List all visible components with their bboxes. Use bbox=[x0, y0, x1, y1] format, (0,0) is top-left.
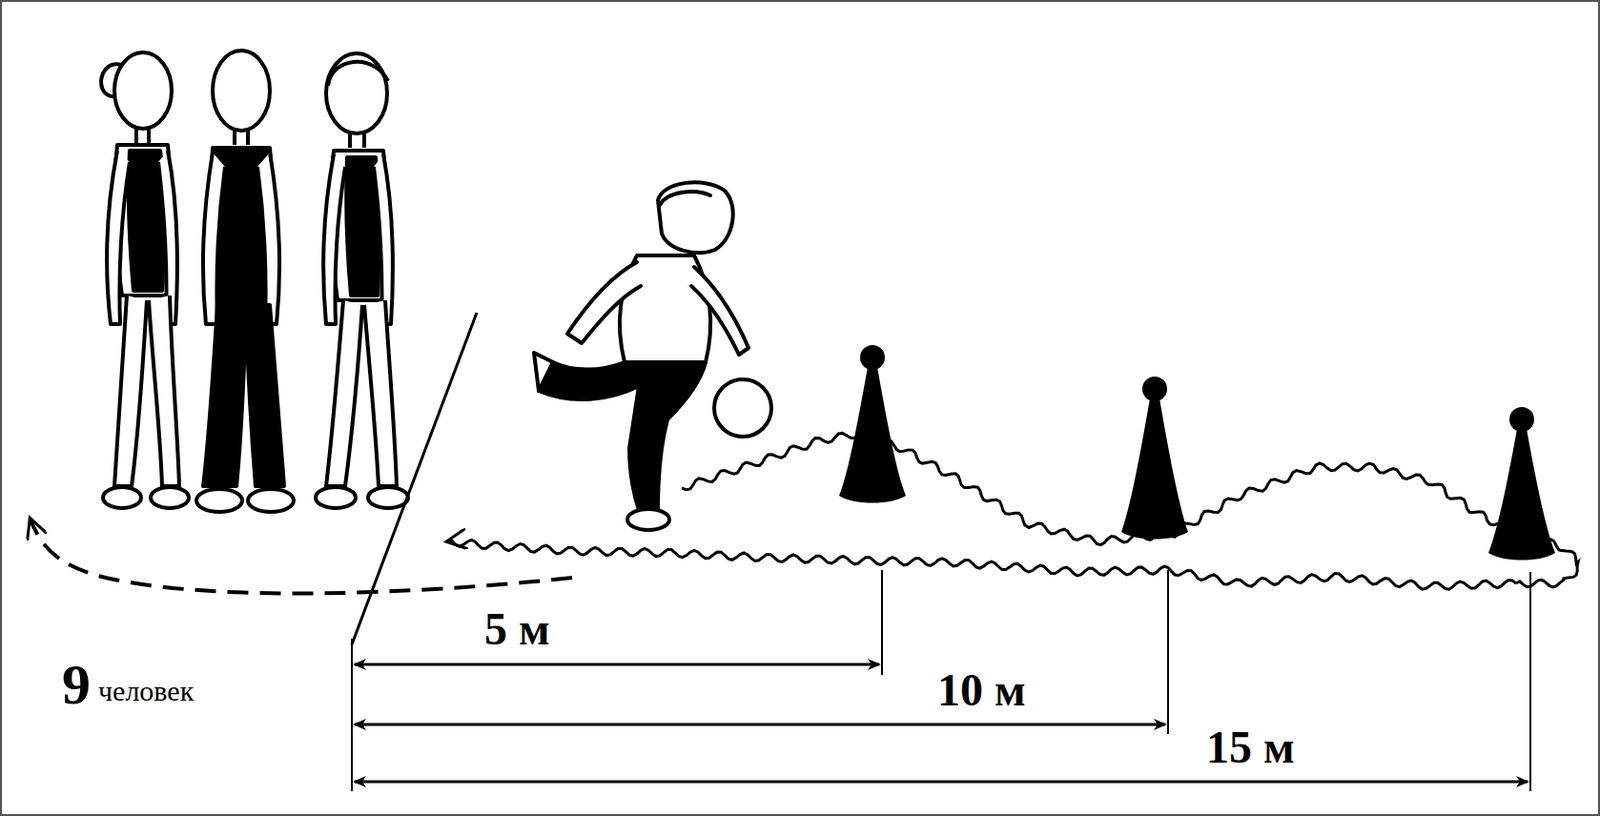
cone bbox=[839, 345, 906, 504]
group-size-unit: человек bbox=[95, 676, 197, 706]
group-size: 9 bbox=[59, 656, 94, 714]
extension-line bbox=[351, 570, 1531, 792]
cone bbox=[1488, 407, 1556, 561]
dribbling-boy bbox=[533, 182, 772, 531]
dimension-label: 5 м bbox=[481, 606, 554, 653]
start-line bbox=[351, 312, 477, 645]
cone bbox=[1121, 376, 1189, 540]
standing-boy bbox=[196, 50, 294, 513]
dribble-path bbox=[448, 539, 1517, 590]
dimension-label: 10 м bbox=[934, 667, 1029, 714]
dribble-path bbox=[681, 432, 1579, 588]
dimension-line bbox=[354, 664, 1528, 782]
return-path bbox=[30, 519, 573, 594]
standing-girl bbox=[101, 52, 189, 509]
dimension-label: 15 м bbox=[1203, 724, 1298, 771]
standing-girl bbox=[315, 53, 409, 509]
